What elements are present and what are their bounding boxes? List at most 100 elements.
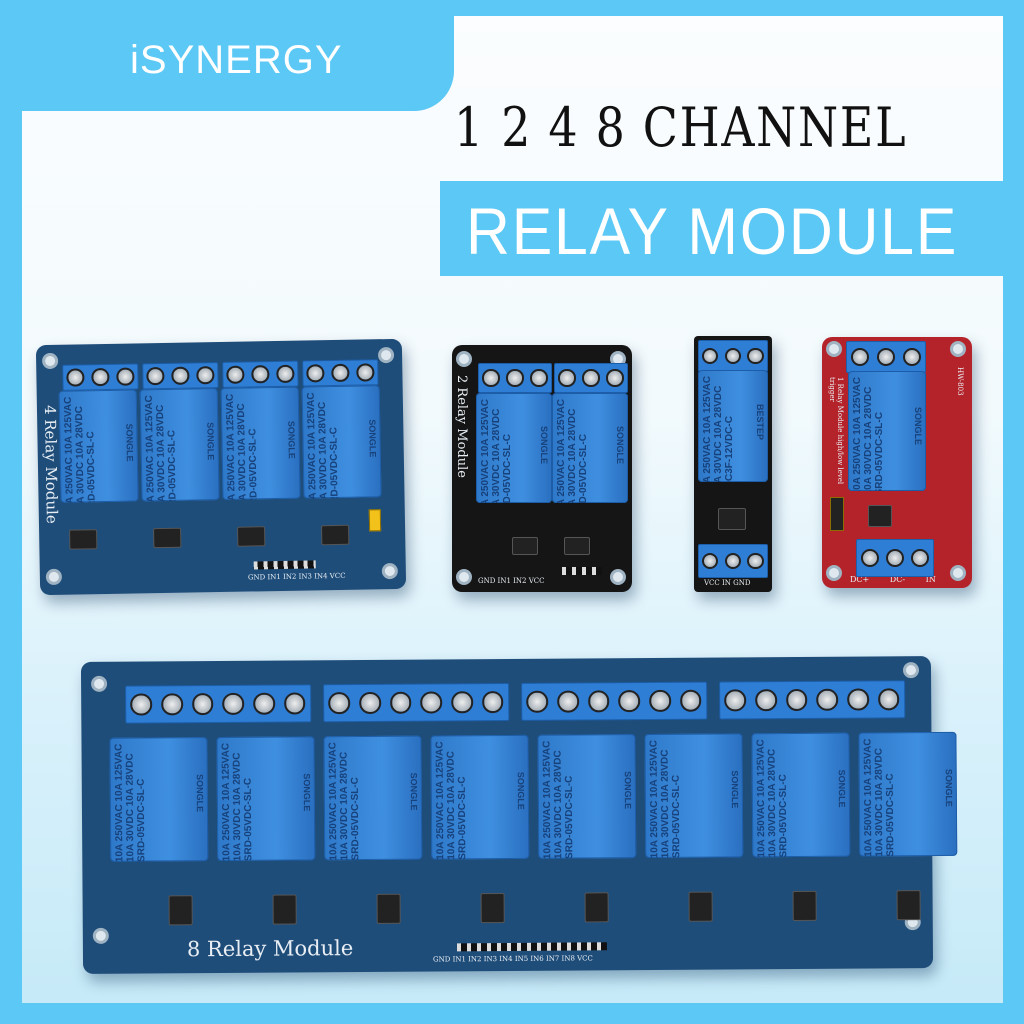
screw-icon [226,365,245,384]
relay-brand: SONGLE [408,772,419,811]
mounting-hole [902,662,920,679]
relay-text-line: 10A 250VAC 10A 125VAC [648,739,661,859]
pin-header [253,560,316,570]
relay-text-line: 10A 30VDC 10A 28VDC [863,386,874,491]
pin-labels: GND IN1 IN2 IN3 IN4 VCC [247,571,346,582]
mounting-hole [456,351,472,367]
pin-labels: GND IN1 IN2 IN3 IN4 IN5 IN6 IN7 IN8 VCC [432,954,593,964]
board-1-channel-red: 1 Relay Module high/low level trigger HW… [822,337,972,588]
relay-text-line: SRD-05VDC-SL-C [328,426,341,499]
screw-terminal [62,363,139,391]
board-label: 2 Relay Module [454,375,469,478]
screw-icon [885,548,905,568]
relay-text-line: 10A 250VAC 10A 125VAC [852,377,863,491]
relay-text-line: 10A 30VDC 10A 28VDC [659,749,672,859]
screw-terminal [142,362,219,390]
optocoupler [376,893,401,924]
relay-brand: SONGLE [194,774,205,813]
optocoupler [321,524,350,546]
relay-brand: SONGLE [205,421,216,460]
brand-tab: iSYNERGY [22,16,454,111]
screw-icon [702,347,719,365]
screw-icon [816,688,839,711]
screw-icon [785,689,808,711]
screw-icon [747,347,764,365]
relay-text-line: SRD-05VDC-SL-C [578,434,589,503]
optocoupler [237,526,266,547]
screw-icon [876,347,896,367]
screw-icon [582,369,600,387]
relay-text-line: SRD-05VDC-SL-C [247,428,260,500]
optocoupler [584,892,609,923]
screw-icon [679,689,702,712]
screw-terminal [698,544,768,578]
relay-text-line: 10A 250VAC 10A 125VAC [113,743,126,862]
product-banner: iSYNERGY 1 2 4 8 CHANNEL RELAY MODULE 4 … [22,16,1024,1003]
relay-text-line: 10A 250VAC 10A 125VAC [220,742,233,862]
relay-brand: SONGLE [124,423,135,462]
relay-brand: SONGLE [729,770,740,809]
mounting-hole [950,341,966,357]
relay-text-line: 10A 250VAC 10A 125VAC [434,741,447,860]
mounting-hole [91,675,108,692]
screw-icon [911,548,930,568]
optocoupler [480,893,505,924]
brand-logo: iSYNERGY [130,38,343,82]
screw-icon [116,367,135,386]
screw-icon [618,690,641,713]
relay-text-line: 10A 30VDC 10A 28VDC [873,748,886,857]
board-label: 8 Relay Module [186,936,354,962]
screw-terminal [698,340,768,372]
screw-terminal [478,363,552,393]
mounting-hole [92,927,109,944]
relay-brand: SONGLE [836,769,847,808]
screw-icon [702,552,719,570]
optocoupler [718,508,746,530]
screw-icon [724,347,742,365]
relay-brand: SONGLE [622,771,633,810]
optocoupler [69,529,98,550]
screw-icon [526,690,549,713]
relay-text-line: 10A 250VAC 10A 125VAC [556,399,567,503]
relay-text-line: 10A 30VDC 10A 28VDC [231,752,244,862]
screw-icon [481,691,504,714]
pin-header [456,942,607,952]
relay-text-line: 10A 250VAC 10A 125VAC [702,376,713,482]
screw-icon [171,366,190,385]
board-label: 4 Relay Module [40,404,61,524]
board-2-channel: 2 Relay Module GND IN1 IN2 VCC 10A 250VA… [452,345,632,592]
relay-text-line: SRD-05VDC-SL-C [874,412,885,491]
screw-icon [747,552,764,570]
screw-icon [755,689,778,712]
relay-text-line: 10A 250VAC 10A 125VAC [480,399,491,503]
jumper [830,497,844,531]
screw-terminal [222,360,299,388]
optocoupler [512,537,538,555]
screw-icon [506,369,524,387]
screw-icon [306,364,325,383]
mounting-hole [610,569,626,585]
mounting-hole [41,352,59,370]
screw-icon [222,692,245,715]
relay-text-line: 10A 250VAC 10A 125VAC [862,738,875,857]
screw-terminal [554,363,628,393]
screw-icon [146,367,165,386]
screw-terminal [719,680,906,720]
optocoupler [564,537,590,555]
screw-icon [251,365,270,384]
mounting-hole [456,569,472,585]
